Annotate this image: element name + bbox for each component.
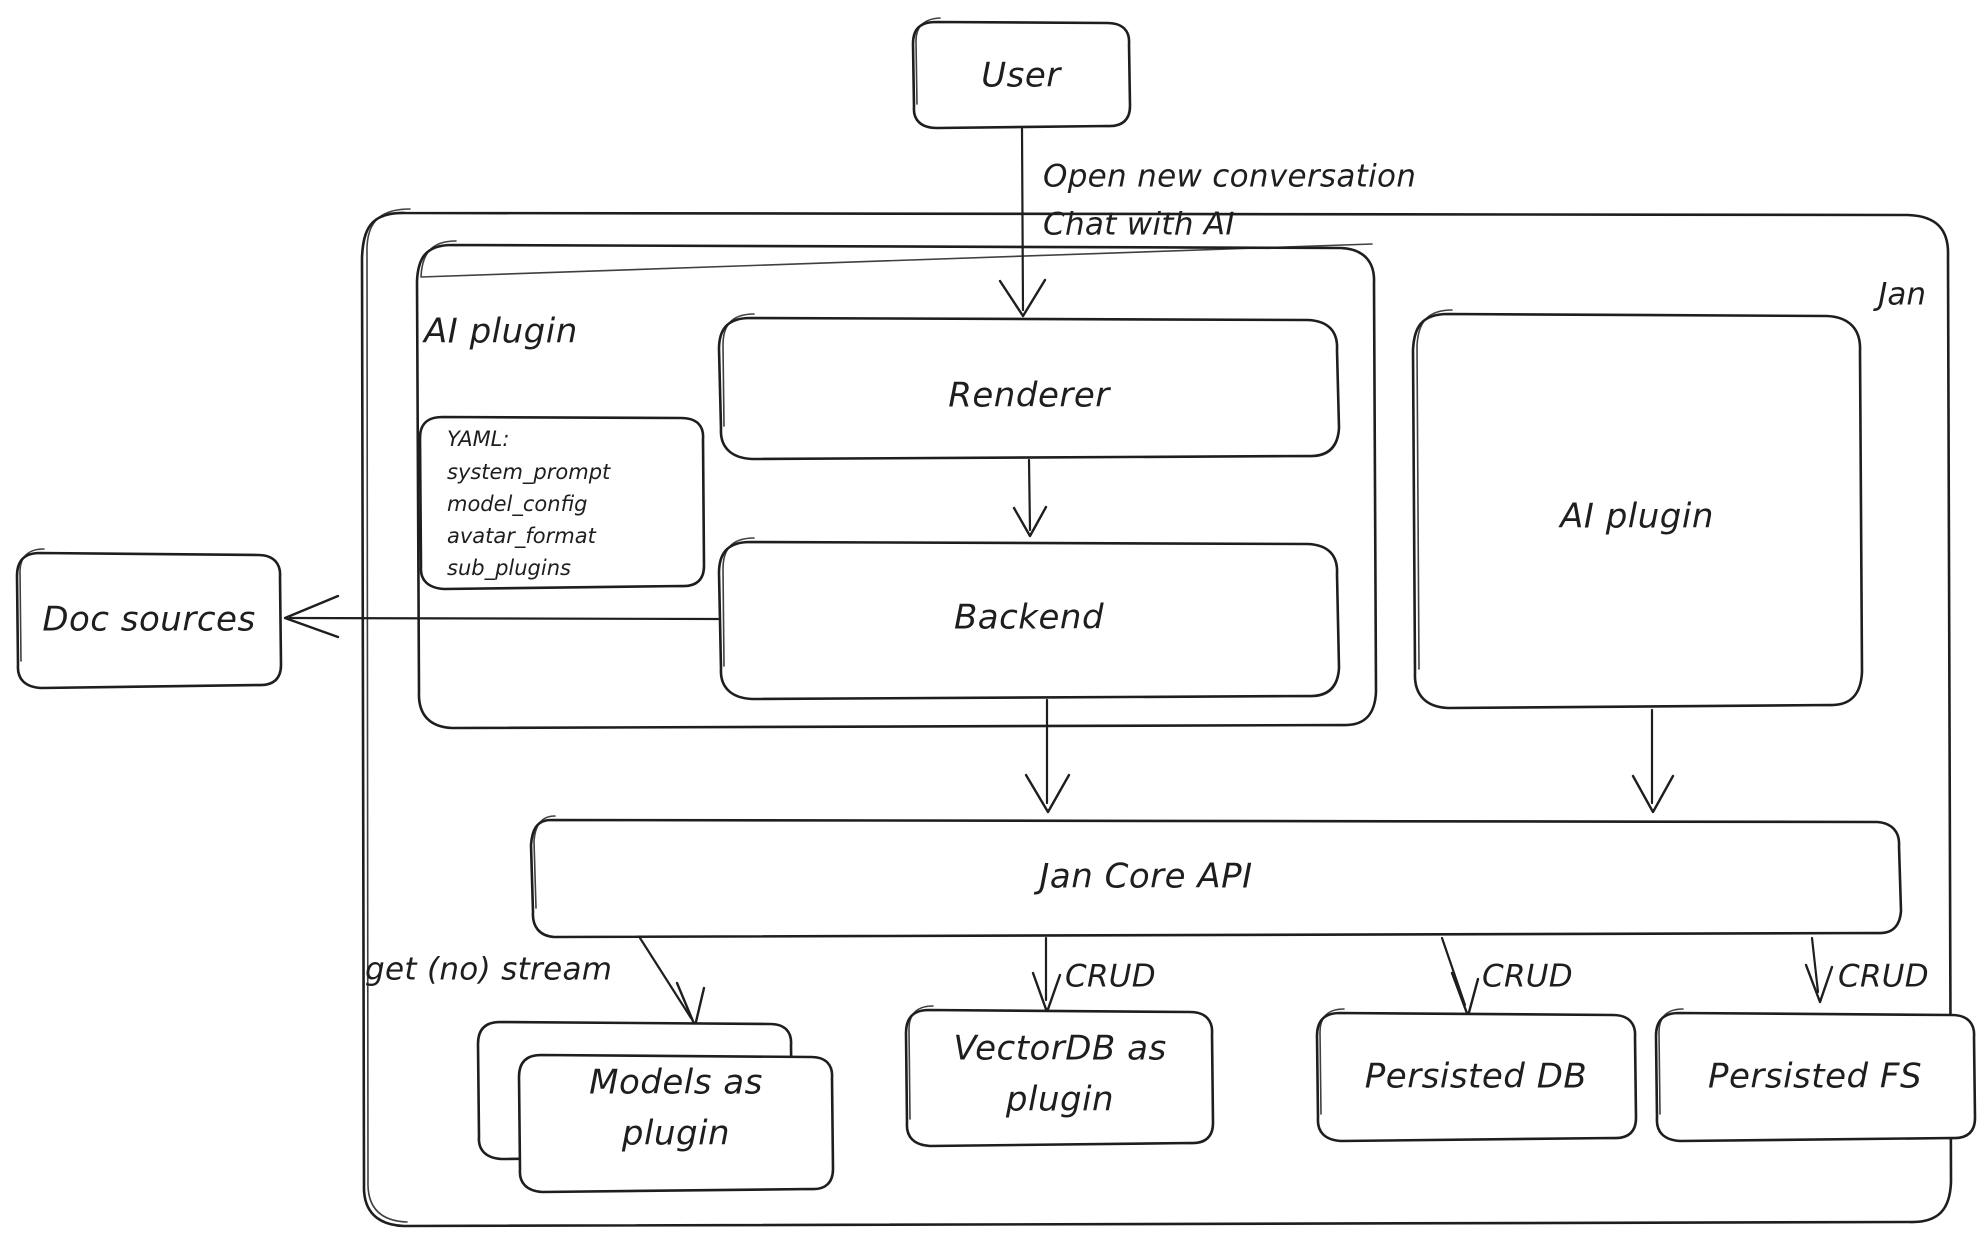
node-jan-core-api[interactable]: Jan Core API <box>529 815 1903 939</box>
node-models-as-plugin-box-front <box>517 1053 835 1194</box>
node-doc-sources[interactable]: Doc sources <box>15 548 283 690</box>
edge-core-api-to-models-line <box>638 936 693 1020</box>
container-ai-plugin-group-outline-sketch <box>420 240 1373 278</box>
node-persisted-db[interactable]: Persisted DB <box>1315 1008 1638 1143</box>
edge-backend-to-doc-sources <box>283 594 720 639</box>
edge-core-api-to-vectordb: CRUD <box>1031 936 1156 1014</box>
card-yaml-line-3: avatar_format <box>447 524 597 549</box>
card-yaml-line-2: model_config <box>447 492 588 517</box>
node-backend-label: Backend <box>954 598 1104 638</box>
node-ai-plugin-label: AI plugin <box>1558 497 1714 537</box>
node-backend-box <box>717 540 1341 701</box>
edge-backend-to-core-api-arrowhead <box>1024 773 1071 814</box>
container-jan-outline <box>360 211 1953 1228</box>
container-jan-label: Jan <box>1872 277 1926 313</box>
edge-renderer-to-backend-line <box>1027 458 1032 532</box>
edge-core-api-to-persisted-db-line <box>1440 936 1467 1007</box>
node-renderer-box-sketch <box>722 313 755 427</box>
node-vectordb-as-plugin[interactable]: VectorDB as plugin <box>904 1005 1215 1148</box>
node-renderer-box <box>717 316 1341 461</box>
edge-user-to-renderer-label-line1: Open new conversation <box>1043 159 1416 195</box>
node-user-label: User <box>981 56 1062 96</box>
node-vectordb-as-plugin-label-line2: plugin <box>1005 1080 1114 1120</box>
node-persisted-fs-box <box>1654 1011 1977 1143</box>
node-persisted-fs[interactable]: Persisted FS <box>1654 1008 1977 1143</box>
container-jan[interactable]: Jan <box>360 208 1953 1228</box>
node-doc-sources-box <box>15 551 283 690</box>
node-persisted-db-box-sketch <box>1319 1008 1345 1115</box>
node-user-box-sketch <box>915 17 941 105</box>
node-user-box <box>911 20 1132 130</box>
node-user[interactable]: User <box>911 17 1132 130</box>
container-ai-plugin-group-label: AI plugin <box>422 312 578 352</box>
edge-core-api-to-persisted-fs-line <box>1810 936 1820 994</box>
node-ai-plugin-box-sketch <box>1416 309 1453 670</box>
edge-ai-plugin-to-core-api <box>1631 708 1675 814</box>
edge-ai-plugin-to-core-api-arrowhead <box>1631 774 1675 814</box>
edge-core-api-to-persisted-fs-label: CRUD <box>1838 959 1929 995</box>
node-renderer-label: Renderer <box>948 376 1111 416</box>
edge-core-api-to-models: get (no) stream <box>365 936 706 1028</box>
node-persisted-db-box <box>1315 1011 1638 1143</box>
node-backend[interactable]: Backend <box>717 537 1341 701</box>
node-vectordb-as-plugin-label-line1: VectorDB as <box>953 1029 1166 1069</box>
card-yaml-config[interactable]: YAML: system_prompt model_config avatar_… <box>418 415 706 591</box>
edge-core-api-to-vectordb-label: CRUD <box>1065 959 1156 995</box>
node-doc-sources-box-sketch <box>19 548 45 662</box>
edge-renderer-to-backend-arrowhead <box>1012 505 1048 538</box>
edge-core-api-to-models-label: get (no) stream <box>365 952 612 988</box>
node-persisted-fs-label: Persisted FS <box>1708 1057 1922 1097</box>
node-doc-sources-label: Doc sources <box>42 600 255 640</box>
node-models-as-plugin-label-line2: plugin <box>621 1114 730 1154</box>
node-models-as-plugin-label-line1: Models as <box>589 1063 763 1103</box>
node-jan-core-api-box-sketch <box>533 815 556 909</box>
card-yaml-line-0: YAML: <box>447 427 509 451</box>
edge-renderer-to-backend <box>1012 458 1048 538</box>
node-vectordb-as-plugin-box <box>904 1008 1215 1148</box>
node-jan-core-api-box <box>529 818 1903 939</box>
node-persisted-db-label: Persisted DB <box>1365 1057 1587 1097</box>
edge-user-to-renderer-label-line2: Chat with AI <box>1043 207 1235 243</box>
node-vectordb-as-plugin-box-sketch <box>908 1005 934 1120</box>
edge-backend-to-doc-sources-arrowhead <box>283 594 340 639</box>
card-yaml-line-4: sub_plugins <box>447 556 571 581</box>
container-jan-outline-sketch <box>366 208 411 1223</box>
edge-user-to-renderer: Open new conversation Chat with AI <box>998 127 1416 318</box>
edge-core-api-to-persisted-fs: CRUD <box>1804 936 1929 1004</box>
node-ai-plugin-box <box>1411 312 1864 710</box>
node-ai-plugin[interactable]: AI plugin <box>1411 309 1864 710</box>
card-yaml-line-1: system_prompt <box>447 460 611 485</box>
edge-backend-to-doc-sources-line <box>288 616 720 621</box>
node-backend-box-sketch <box>722 537 755 667</box>
node-renderer[interactable]: Renderer <box>717 313 1341 461</box>
edge-user-to-renderer-arrowhead <box>998 278 1047 318</box>
edge-core-api-to-persisted-db-label: CRUD <box>1482 959 1573 995</box>
edge-user-to-renderer-line <box>1020 127 1025 312</box>
card-yaml-config-box <box>418 415 706 591</box>
edge-core-api-to-persisted-db: CRUD <box>1440 936 1573 1018</box>
container-ai-plugin-group[interactable]: AI plugin <box>415 240 1378 730</box>
node-persisted-fs-box-sketch <box>1658 1008 1684 1115</box>
edge-backend-to-core-api <box>1024 698 1071 814</box>
edge-core-api-to-models-arrowhead <box>675 981 706 1028</box>
container-ai-plugin-group-outline <box>415 243 1378 730</box>
node-jan-core-api-label: Jan Core API <box>1033 857 1252 897</box>
edge-core-api-to-persisted-fs-arrowhead <box>1804 963 1834 1004</box>
node-models-as-plugin[interactable]: Models as plugin <box>476 1020 835 1194</box>
